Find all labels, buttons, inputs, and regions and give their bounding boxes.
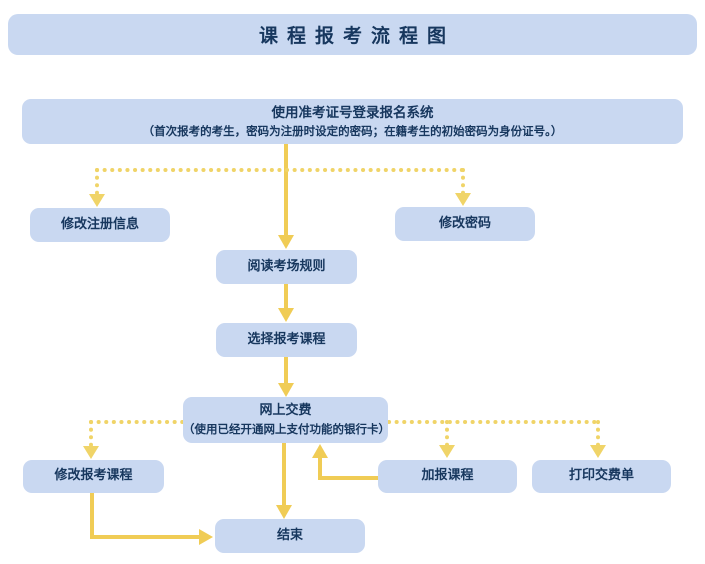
flow-node-end: 结束 bbox=[215, 519, 365, 553]
node-label: 网上交费 bbox=[259, 403, 312, 419]
dotted-arrowheads bbox=[83, 193, 606, 459]
arrowhead-into-read-rules bbox=[278, 235, 294, 249]
node-note: （首次报考的考生，密码为注册时设定的密码；在籍考生的初始密码为身份证号。） bbox=[142, 123, 563, 138]
node-label: 加报课程 bbox=[421, 468, 474, 484]
flow-node-modify-registration: 修改注册信息 bbox=[30, 208, 170, 242]
arrow-add-courses-to-pay-online bbox=[318, 456, 378, 480]
arrowhead-into-modify-registration bbox=[89, 194, 105, 207]
node-label: 选择报考课程 bbox=[247, 331, 326, 347]
arrowhead-into-modify-courses bbox=[83, 446, 99, 459]
arrowhead-into-add-courses bbox=[439, 445, 455, 458]
arrowhead-into-end-left bbox=[199, 529, 213, 545]
flow-node-modify-courses: 修改报考课程 bbox=[23, 460, 164, 493]
node-label: 修改注册信息 bbox=[60, 216, 139, 232]
node-note: （使用已经开通网上支付功能的银行卡） bbox=[183, 421, 390, 436]
node-label: 修改报考课程 bbox=[54, 468, 133, 484]
node-label: 结束 bbox=[276, 527, 303, 543]
solid-arrows bbox=[90, 143, 378, 539]
arrowhead-into-pay-online bbox=[278, 383, 294, 397]
page-title: 课程报考流程图 bbox=[258, 25, 455, 47]
arrowhead-into-print-bill bbox=[590, 445, 606, 458]
arrowhead-into-modify-password bbox=[455, 193, 471, 206]
node-label: 修改密码 bbox=[438, 215, 491, 231]
node-label: 打印交费单 bbox=[568, 468, 634, 484]
flow-node-pay-online: 网上交费 （使用已经开通网上支付功能的银行卡） bbox=[183, 397, 390, 443]
arrow-modify-courses-to-end bbox=[90, 493, 199, 539]
flow-node-add-courses: 加报课程 bbox=[378, 460, 517, 493]
flow-node-read-rules: 阅读考场规则 bbox=[216, 250, 357, 284]
dotted-connectors bbox=[89, 168, 600, 450]
node-label: 使用准考证号登录报名系统 bbox=[271, 104, 434, 121]
flow-node-login: 使用准考证号登录报名系统 （首次报考的考生，密码为注册时设定的密码；在籍考生的初… bbox=[22, 99, 683, 144]
arrowhead-into-pay-online-bottom bbox=[312, 444, 328, 458]
flow-node-print-bill: 打印交费单 bbox=[532, 460, 671, 493]
solid-arrowheads bbox=[199, 235, 328, 545]
flow-node-modify-password: 修改密码 bbox=[395, 207, 535, 241]
title-bar: 课程报考流程图 bbox=[8, 14, 697, 55]
arrowhead-into-select-courses bbox=[278, 308, 294, 322]
flow-node-select-courses: 选择报考课程 bbox=[216, 323, 357, 357]
arrowhead-into-end-vertical bbox=[276, 505, 292, 519]
node-label: 阅读考场规则 bbox=[247, 258, 326, 274]
